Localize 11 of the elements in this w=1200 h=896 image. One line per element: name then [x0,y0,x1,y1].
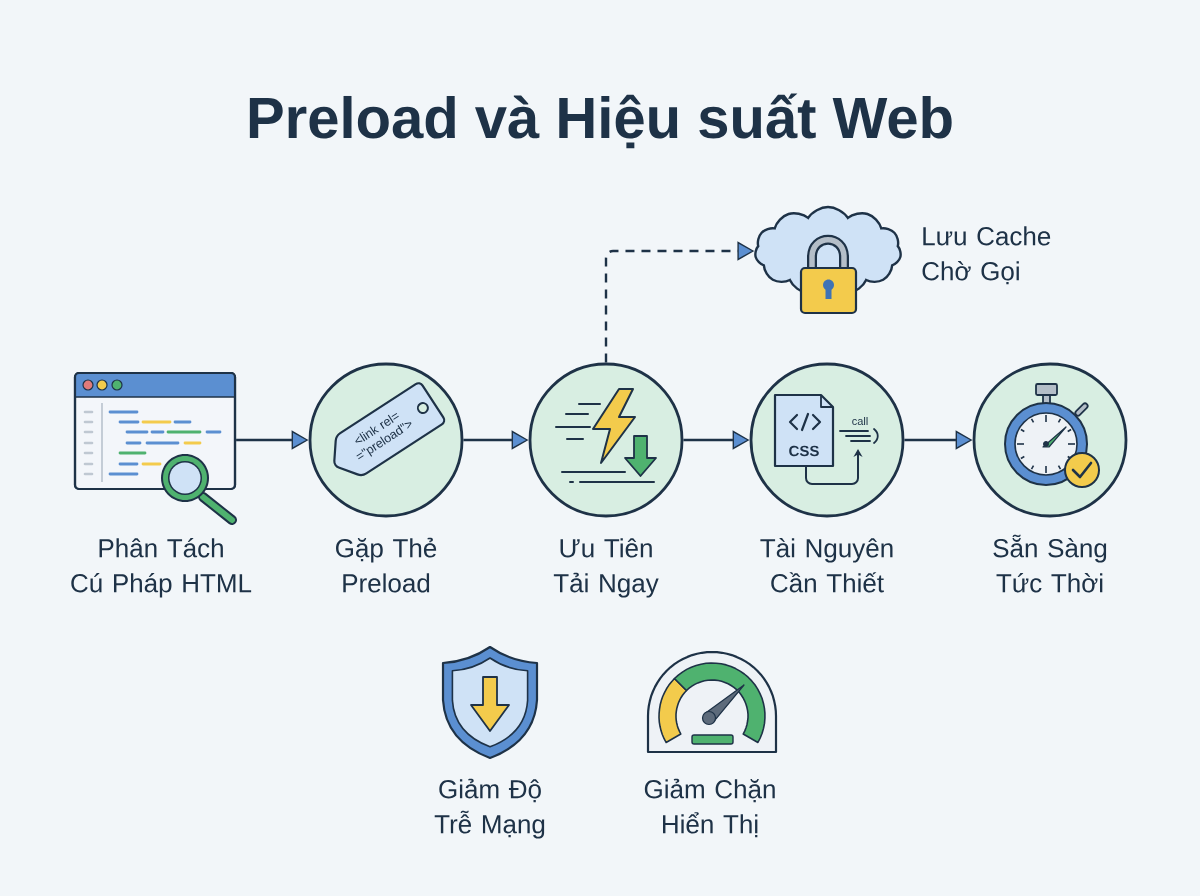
node-label: Ưu Tiên Tải Ngay [553,538,659,598]
node-label: Giảm Độ Trễ Mạng [434,778,545,839]
node-label: Phân Tách Cú Pháp HTML [71,538,252,598]
node-label: Sẵn Sàng Tức Thời [993,534,1107,593]
call-label: call [852,416,868,426]
node-label: Lưu Cache Chờ Gọi [922,226,1051,285]
title: Preload và Hiệu suất Web [249,93,952,149]
node-label: Tài Nguyên Cần Thiết [760,538,893,593]
node-label: Giảm Chặn Hiển Thị [644,778,775,838]
node-label: Gặp Thẻ Preload [336,537,437,593]
file-label: CSS [789,445,819,457]
